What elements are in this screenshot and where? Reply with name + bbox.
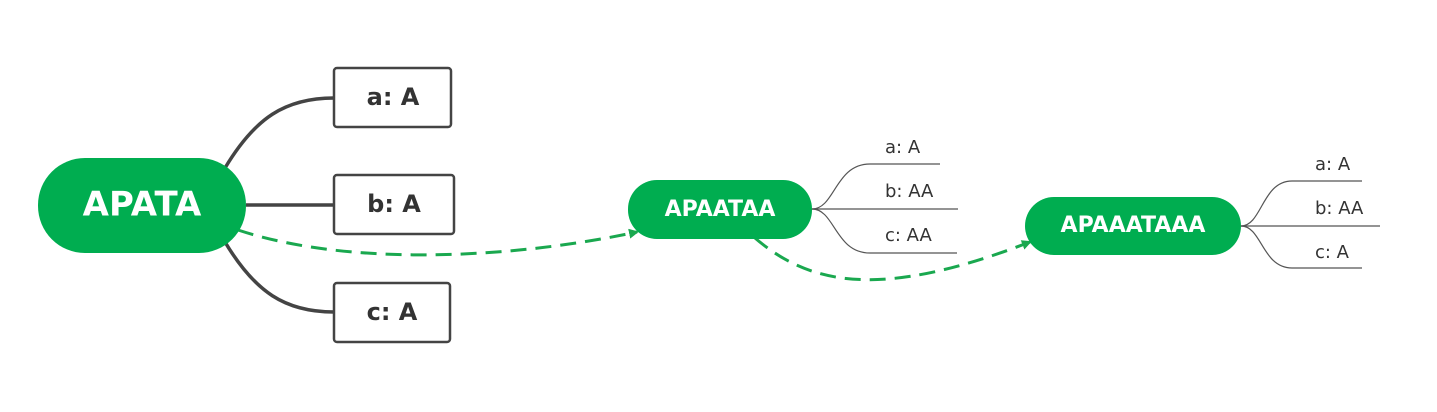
root-child-c[interactable]: c: A [332, 281, 452, 344]
root-child-a-label: a: A [367, 83, 420, 111]
root-branch-c [223, 241, 335, 314]
root-node-label: APATA [83, 185, 202, 225]
step1-leaves: a: A b: AA c: AA [811, 137, 958, 254]
root-child-b-label: b: A [367, 190, 421, 218]
step2-node-pill [1025, 197, 1241, 255]
step2-node-label: APAAATAAA [1061, 213, 1206, 238]
root-child-b-box [332, 173, 456, 236]
step1-node-pill [628, 180, 812, 239]
step2-leaves: a: A b: AA c: A [1240, 154, 1380, 269]
step1-node-label: APAATAA [665, 197, 776, 222]
step2-leaf-a: a: A [1315, 154, 1351, 175]
step2-leaf-b: b: AA [1315, 198, 1364, 219]
step2-leaf-c: c: A [1315, 242, 1350, 263]
step1-leaf-a: a: A [885, 137, 921, 158]
root-child-a[interactable]: a: A [332, 66, 453, 129]
transition-arrow-2 [754, 236, 1032, 282]
root-child-b[interactable]: b: A [332, 173, 456, 236]
root-node[interactable]: APATA [38, 158, 246, 253]
root-child-c-label: c: A [367, 298, 418, 326]
step2-leaf-connector-c [1240, 225, 1362, 269]
step1-leaf-c: c: AA [885, 225, 932, 246]
root-branch-a [223, 96, 335, 169]
transition-arrow-1 [237, 228, 639, 257]
step2-leaf-connector-a [1240, 180, 1362, 227]
step1-node[interactable]: APAATAA [628, 180, 812, 239]
step1-leaf-b: b: AA [885, 181, 934, 202]
step1-leaf-connector-c [811, 208, 957, 254]
root-node-pill [38, 158, 246, 253]
root-child-c-box [332, 281, 452, 344]
step1-leaf-connector-a [811, 163, 940, 210]
step2-node[interactable]: APAAATAAA [1025, 197, 1241, 255]
root-branches [223, 96, 335, 314]
root-child-a-box [332, 66, 453, 129]
